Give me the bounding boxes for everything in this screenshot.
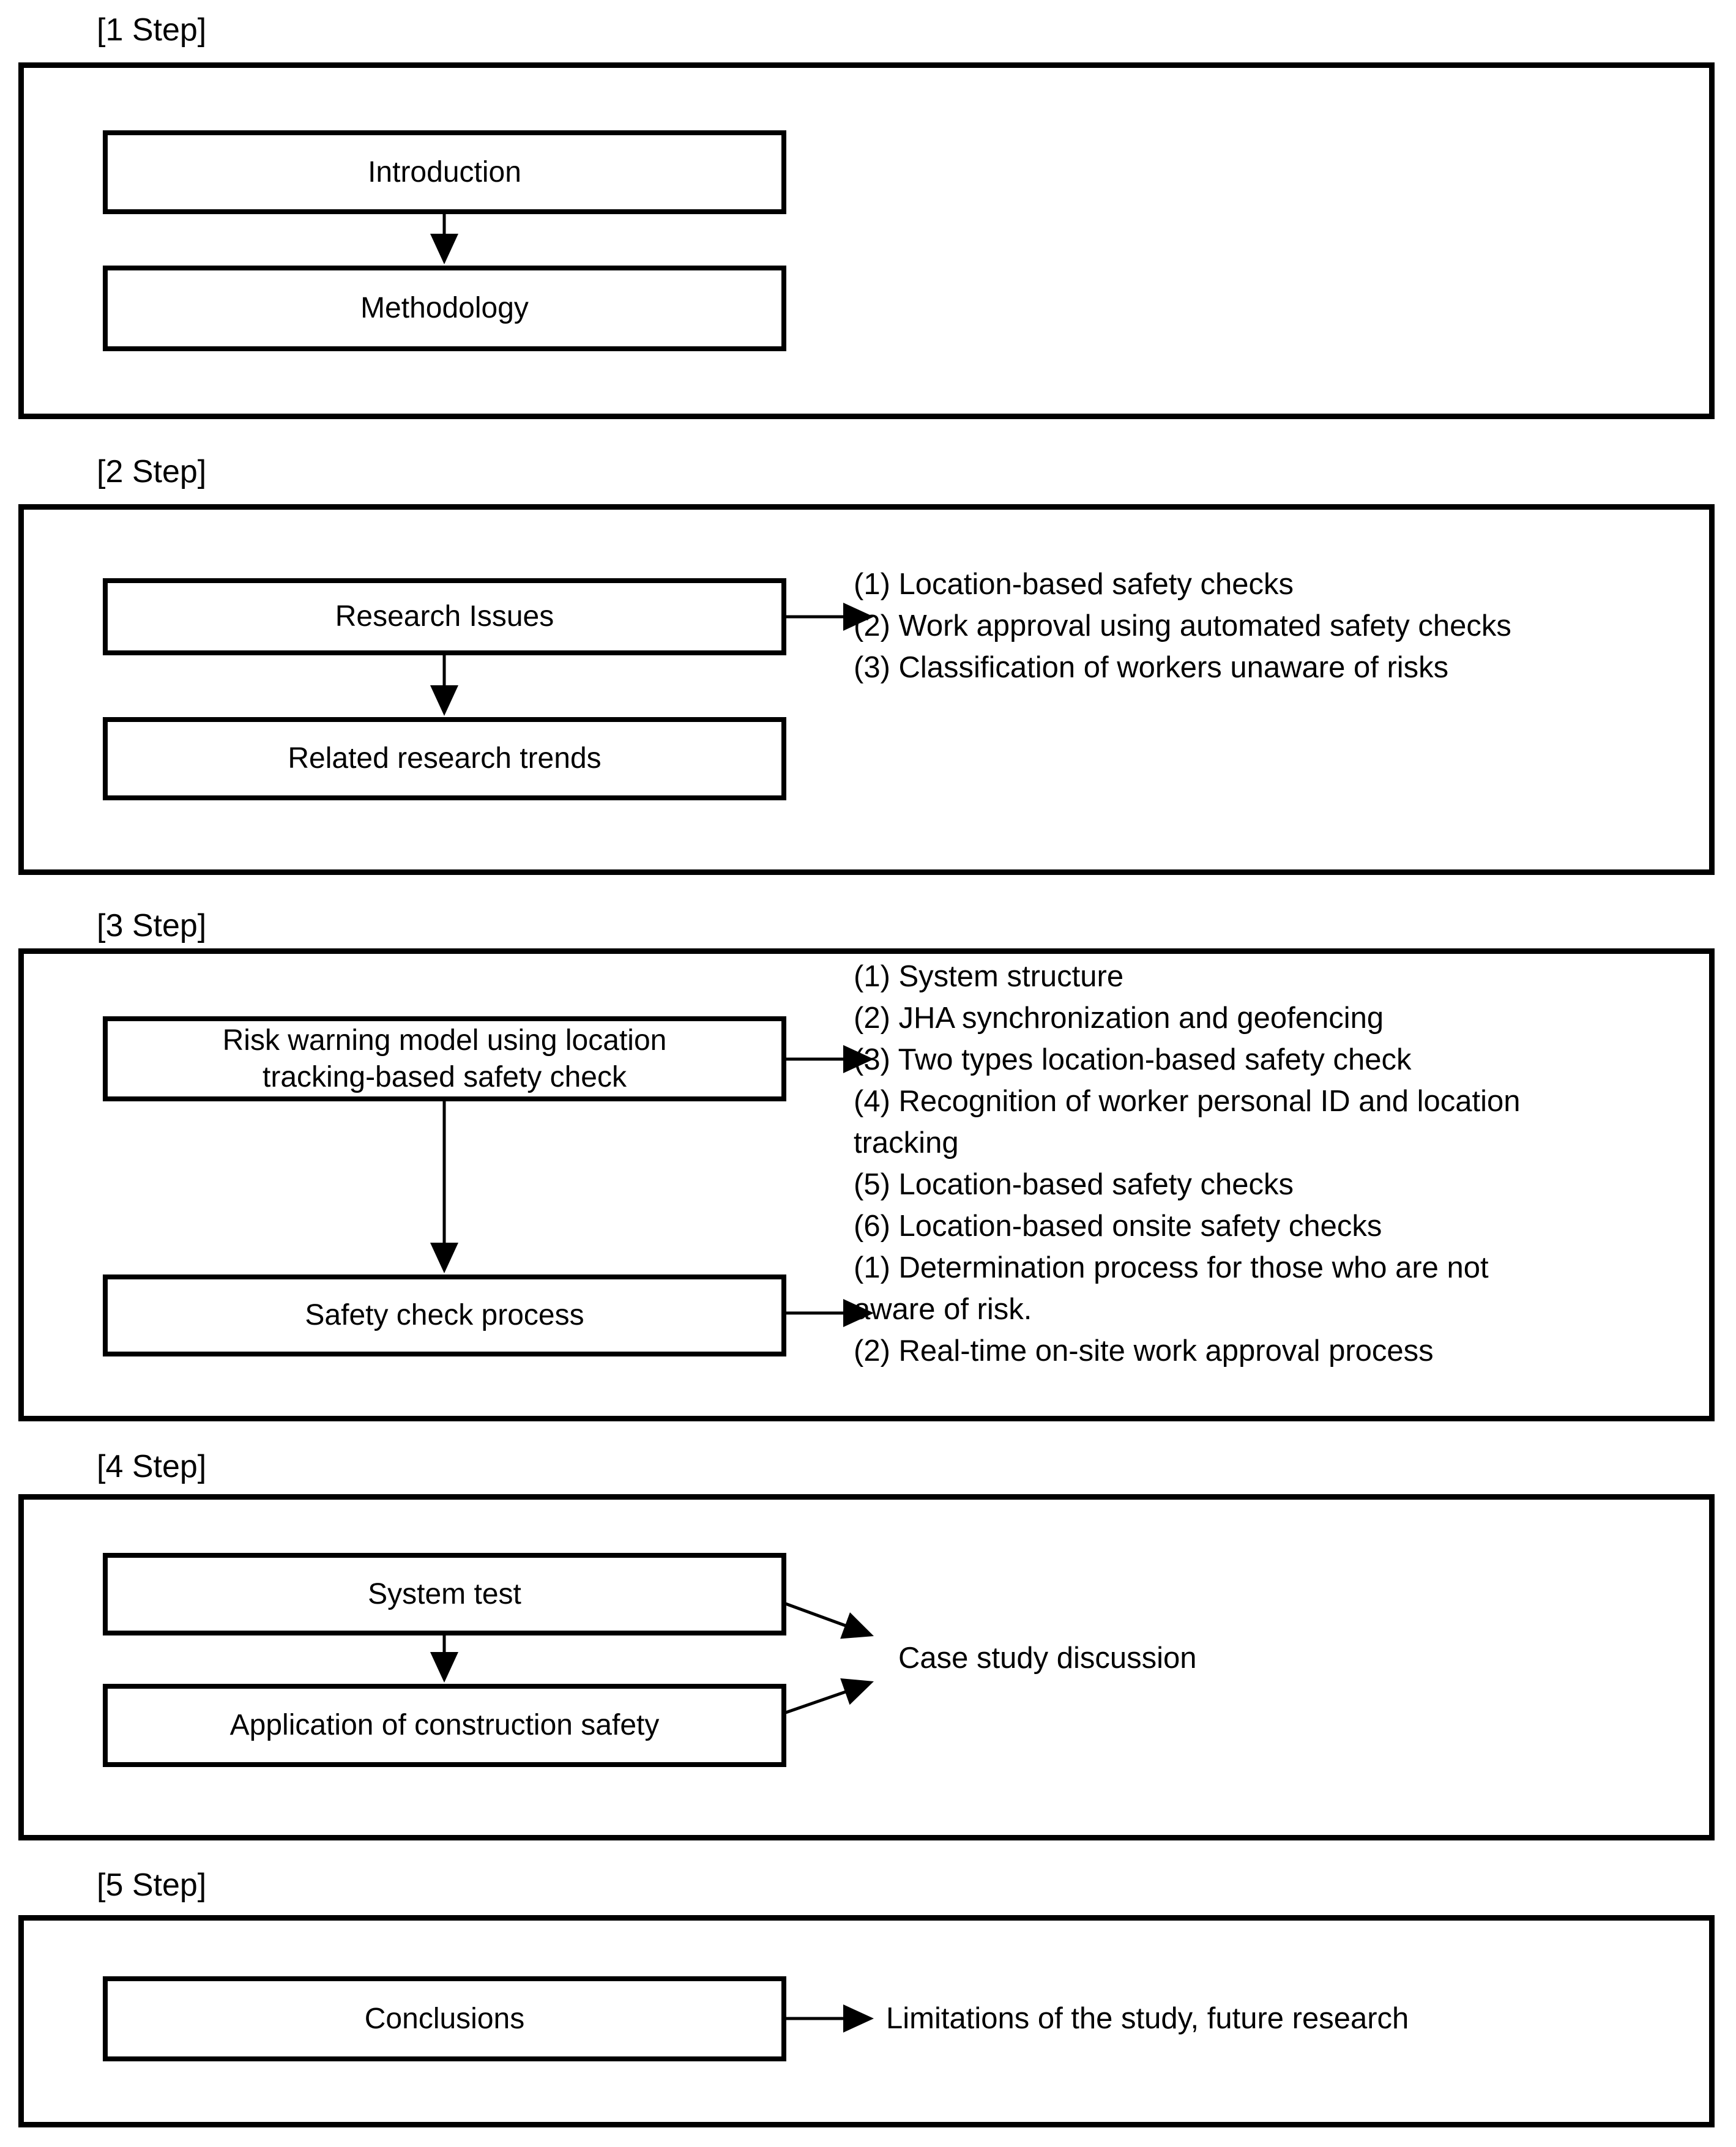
step-2-frame	[18, 504, 1715, 875]
step-2-label: [2 Step]	[97, 454, 207, 489]
step-4-label: [4 Step]	[97, 1449, 207, 1484]
node-risk-warning-model-text: Risk warning model using location tracki…	[222, 1024, 667, 1093]
note-line: (2) Real-time on-site work approval proc…	[854, 1334, 1434, 1367]
node-methodology-text: Methodology	[360, 292, 529, 324]
arrowhead-research-issues-to-trends	[430, 685, 458, 716]
step-5-frame	[18, 1915, 1715, 2127]
note-line: (3) Two types location-based safety chec…	[854, 1043, 1412, 1076]
step-1-label: [1 Step]	[97, 12, 207, 48]
node-application-text: Application of construction safety	[229, 1709, 660, 1741]
arrowhead-research-issues-to-notes	[843, 603, 874, 631]
note-line: (1) Determination process for those who …	[854, 1251, 1489, 1326]
arrowhead-process-to-notes	[843, 1299, 874, 1327]
node-related-research-trends-text: Related research trends	[288, 742, 602, 775]
arrowhead-conclusions-to-note	[843, 2004, 874, 2033]
node-system-test: System test	[103, 1553, 786, 1635]
note-line: (3) Classification of workers unaware of…	[854, 651, 1449, 684]
step-1-frame	[18, 62, 1715, 419]
node-introduction: Introduction	[103, 130, 786, 214]
arrowhead-system-test-to-case-study	[840, 1612, 874, 1639]
node-research-issues: Research Issues	[103, 578, 786, 655]
step-2-notes: (1) Location-based safety checks (2) Wor…	[854, 564, 1710, 688]
arrowhead-model-to-safety-check-process	[430, 1243, 458, 1273]
node-system-test-text: System test	[368, 1577, 521, 1610]
note-line: (1) Location-based safety checks	[854, 568, 1294, 601]
node-introduction-text: Introduction	[368, 155, 521, 188]
note-line: (5) Location-based safety checks	[854, 1168, 1294, 1201]
arrow-application-to-case-study	[783, 1690, 846, 1715]
step-3-process-notes: (1) Determination process for those who …	[854, 1247, 1710, 1372]
node-research-issues-text: Research Issues	[335, 600, 554, 633]
limitations-note: Limitations of the study, future researc…	[886, 2002, 1409, 2035]
node-methodology: Methodology	[103, 266, 786, 351]
node-conclusions: Conclusions	[103, 1976, 786, 2061]
step-5-label: [5 Step]	[97, 1867, 207, 1903]
node-risk-warning-model: Risk warning model using location tracki…	[103, 1016, 786, 1101]
step-3-label: [3 Step]	[97, 908, 207, 943]
arrowhead-model-to-notes	[843, 1045, 874, 1073]
node-safety-check-process: Safety check process	[103, 1274, 786, 1356]
step-3-frame	[18, 948, 1715, 1421]
case-study-discussion-note: Case study discussion	[898, 1642, 1197, 1675]
note-line: (6) Location-based onsite safety checks	[854, 1210, 1382, 1243]
step-4-frame	[18, 1494, 1715, 1840]
note-line: (1) System structure	[854, 960, 1124, 993]
arrow-system-test-to-case-study	[783, 1601, 846, 1628]
node-safety-check-process-text: Safety check process	[305, 1299, 584, 1331]
node-conclusions-text: Conclusions	[364, 2002, 525, 2035]
step-3-model-notes: (1) System structure (2) JHA synchroniza…	[854, 956, 1710, 1247]
note-line: (2) Work approval using automated safety…	[854, 609, 1511, 642]
node-application-of-construction-safety: Application of construction safety	[103, 1684, 786, 1767]
arrowhead-introduction-to-methodology	[430, 234, 458, 264]
node-related-research-trends: Related research trends	[103, 717, 786, 800]
note-line: (2) JHA synchronization and geofencing	[854, 1002, 1384, 1035]
note-line: (4) Recognition of worker personal ID an…	[854, 1085, 1521, 1159]
arrowhead-system-test-to-application	[430, 1652, 458, 1683]
arrowhead-application-to-case-study	[840, 1678, 874, 1705]
